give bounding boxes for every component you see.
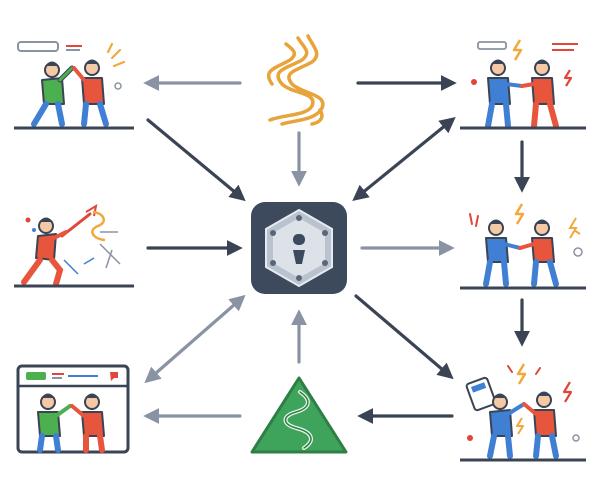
people-arguing-icon (460, 39, 586, 130)
river-path-icon (266, 34, 325, 126)
person-running-arrow-icon (14, 203, 134, 288)
arrow-bottom-left-to-center (144, 294, 246, 384)
arrow-top-left-to-center (146, 118, 246, 202)
browser-window-handshake-icon (16, 364, 130, 454)
mountain-path-icon (250, 376, 348, 454)
arrows (143, 75, 530, 424)
arrow-center-to-bottom-right (354, 294, 454, 380)
people-high-five-icon (14, 41, 134, 130)
arrow-center-to-top-right (352, 116, 456, 202)
people-conflict-escalation-icon (460, 363, 586, 462)
shield-keyhole-icon (251, 202, 347, 294)
people-confrontation-icon (460, 203, 586, 290)
